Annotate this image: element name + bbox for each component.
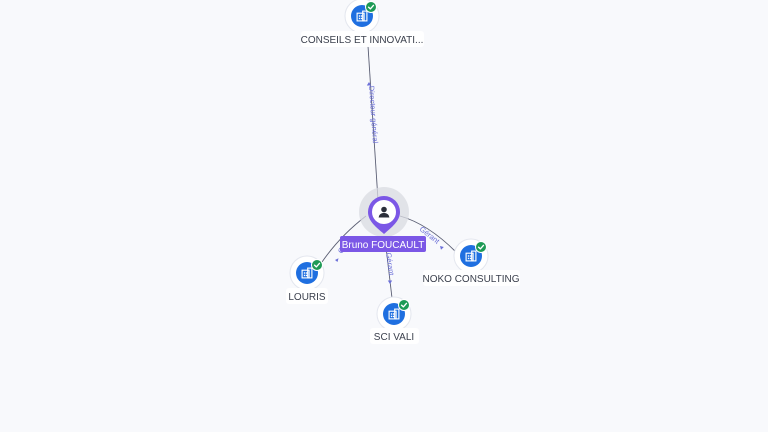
person-node-center[interactable]: Bruno FOUCAULT bbox=[340, 187, 426, 252]
person-icon bbox=[378, 206, 390, 218]
company-label-box bbox=[370, 328, 419, 344]
company-label-box bbox=[423, 270, 520, 286]
company-node-louris[interactable]: LOURIS bbox=[286, 255, 328, 304]
company-label-louris: LOURIS bbox=[288, 292, 326, 303]
edges: Directeur général Gérant Gérant G bbox=[321, 45, 457, 299]
company-label-box bbox=[286, 288, 328, 304]
verified-badge bbox=[311, 259, 323, 271]
company-label-scivali: SCI VALI bbox=[374, 332, 414, 343]
company-label-conseils: CONSEILS ET INNOVATI... bbox=[301, 35, 424, 46]
company-node-scivali[interactable]: SCI VALI bbox=[370, 296, 419, 344]
edge-label-scivali: Gérant bbox=[384, 252, 396, 277]
edge-conseils bbox=[367, 45, 379, 201]
company-label-box bbox=[301, 31, 424, 47]
edge-label-conseils: Directeur général bbox=[367, 86, 380, 144]
verified-badge bbox=[398, 299, 410, 311]
arrow-scivali bbox=[387, 280, 393, 284]
edge-scivali bbox=[385, 246, 393, 299]
arrow-noko bbox=[440, 246, 444, 250]
company-node-conseils[interactable]: CONSEILS ET INNOVATI... bbox=[301, 0, 424, 47]
arrow-conseils bbox=[366, 82, 372, 86]
person-label: Bruno FOUCAULT bbox=[342, 240, 425, 251]
company-label-noko: NOKO CONSULTING bbox=[422, 274, 519, 285]
verified-badge bbox=[365, 1, 377, 13]
company-node-noko[interactable]: NOKO CONSULTING bbox=[422, 238, 520, 286]
person-label-box bbox=[340, 236, 426, 252]
arrow-louris bbox=[335, 258, 339, 262]
verified-badge bbox=[475, 241, 487, 253]
